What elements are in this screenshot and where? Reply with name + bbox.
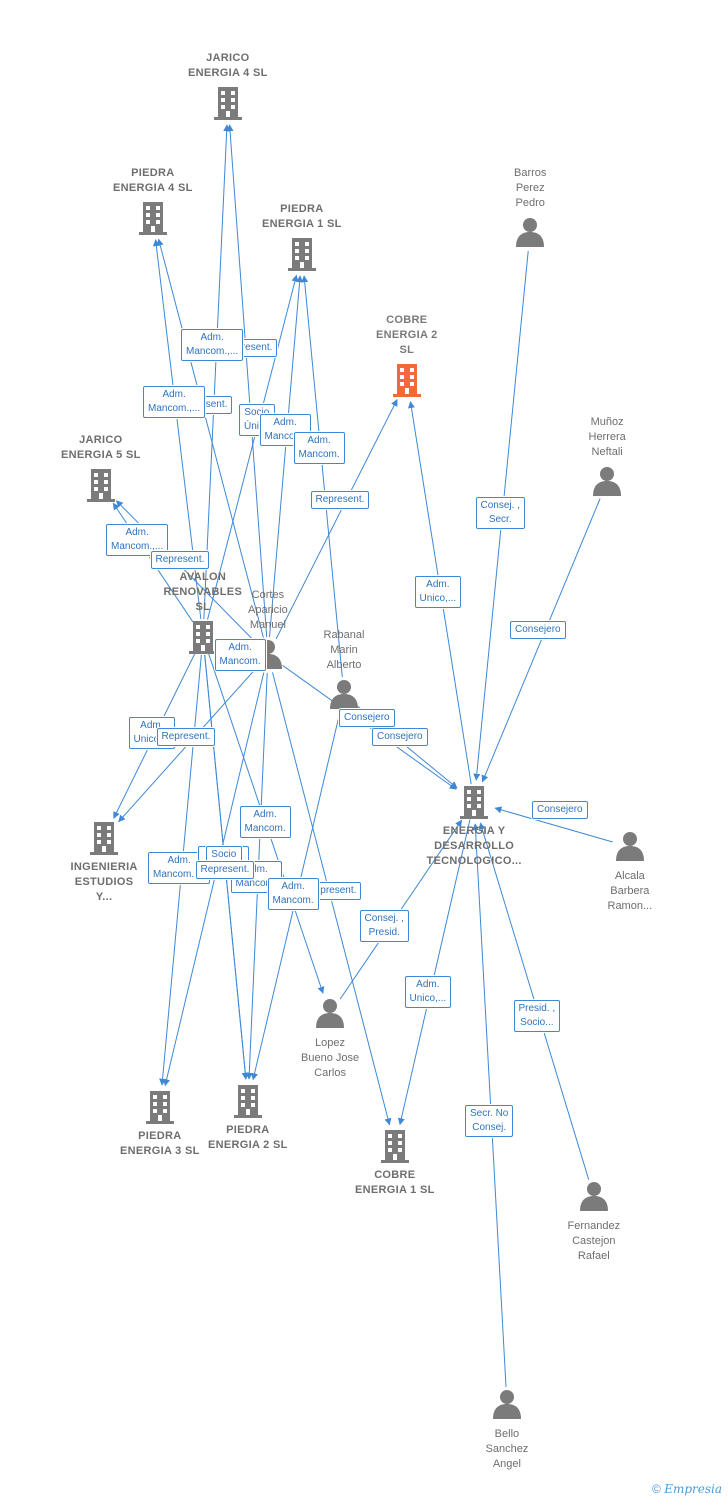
edge-lopez-edt	[339, 819, 463, 1000]
building-icon[interactable]	[90, 822, 118, 855]
edge-cortes-piedra4	[156, 238, 264, 638]
building-icon[interactable]	[146, 1091, 174, 1124]
node-label-piedra3[interactable]: PIEDRA ENERGIA 3 SL	[120, 1130, 200, 1157]
building-icon[interactable]	[288, 238, 316, 271]
copyright-symbol: ©	[652, 1482, 661, 1496]
edge-label[interactable]: Represent.	[150, 551, 210, 569]
person-icon[interactable]	[516, 218, 544, 247]
building-icon[interactable]	[381, 1130, 409, 1163]
edge-avalon-piedra1	[207, 274, 299, 620]
edge-label[interactable]: Adm. Unico,...	[404, 976, 452, 1008]
edge-rabanal-piedra1	[301, 275, 343, 678]
person-icon[interactable]	[330, 680, 358, 709]
node-label-lopez[interactable]: Lopez Bueno Jose Carlos	[301, 1037, 360, 1079]
node-label-ingenieria[interactable]: INGENIERIA ESTUDIOS Y...	[70, 861, 138, 903]
building-icon[interactable]	[234, 1085, 262, 1118]
building-icon[interactable]	[460, 786, 488, 819]
node-label-jarico5[interactable]: JARICO ENERGIA 5 SL	[61, 434, 141, 461]
node-label-piedra4[interactable]: PIEDRA ENERGIA 4 SL	[113, 167, 193, 194]
brand-logo: Empresia	[664, 1482, 722, 1496]
edge-label[interactable]: Adm. Mancom.	[259, 414, 311, 446]
edge-label[interactable]: Presid. , Socio...	[513, 1000, 561, 1032]
node-label-cobre2[interactable]: COBRE ENERGIA 2 SL	[376, 314, 438, 356]
edge-label[interactable]: Secr. No Consej.	[465, 1105, 514, 1137]
edge-label[interactable]: Adm. Mancom.,...	[143, 386, 206, 418]
edge-label[interactable]: Consejero	[372, 728, 428, 746]
edge-label[interactable]: Adm. Unico,...	[414, 576, 462, 608]
node-label-edt[interactable]: ENERGIA Y DESARROLLO TECNOLOGICO...	[426, 825, 522, 867]
building-icon[interactable]	[87, 469, 115, 502]
edge-label[interactable]: Represent.	[156, 728, 216, 746]
edge-munoz-edt	[481, 498, 601, 783]
footer-credit: © Empresia	[652, 1482, 722, 1496]
node-label-munoz[interactable]: Muñoz Herrera Neftali	[588, 416, 626, 458]
edge-label[interactable]: Consejero	[510, 621, 566, 639]
node-label-avalon[interactable]: AVALON RENOVABLES SL	[163, 571, 243, 613]
building-icon[interactable]	[393, 364, 421, 397]
person-icon[interactable]	[316, 999, 344, 1028]
node-label-bello[interactable]: Bello Sanchez Angel	[485, 1428, 529, 1470]
edge-cortes-cobre2	[275, 399, 398, 640]
edge-label[interactable]: Represent.	[310, 491, 370, 509]
edge-edt-cobre1	[397, 819, 471, 1126]
edge-label[interactable]: Consej. , Presid.	[359, 910, 409, 942]
edge-cortes-piedra1	[269, 275, 304, 638]
node-label-cobre1[interactable]: COBRE ENERGIA 1 SL	[355, 1169, 435, 1196]
node-label-cortes[interactable]: Cortes Aparicio Manuel	[248, 589, 288, 631]
person-icon[interactable]	[593, 467, 621, 496]
edge-label[interactable]: Adm. Mancom.	[293, 432, 345, 464]
edge-avalon-jarico4	[203, 124, 231, 620]
node-label-piedra2[interactable]: PIEDRA ENERGIA 2 SL	[208, 1124, 288, 1151]
edge-label[interactable]: Adm. Mancom.,...	[106, 524, 169, 556]
person-icon[interactable]	[616, 832, 644, 861]
node-label-fernandez[interactable]: Fernandez Castejon Rafael	[567, 1220, 621, 1262]
person-icon[interactable]	[493, 1390, 521, 1419]
building-icon[interactable]	[189, 621, 217, 654]
node-label-alcala[interactable]: Alcala Barbera Ramon...	[607, 870, 653, 912]
building-icon[interactable]	[139, 202, 167, 235]
edge-alcala-edt	[494, 806, 613, 843]
node-label-rabanal[interactable]: Rabanal Marin Alberto	[323, 629, 365, 671]
edge-label[interactable]: Adm. Mancom.	[214, 639, 266, 671]
node-label-jarico4[interactable]: JARICO ENERGIA 4 SL	[188, 52, 268, 79]
edge-label[interactable]: Adm. Mancom.	[239, 806, 291, 838]
edge-label[interactable]: Adm. Mancom.	[267, 878, 319, 910]
person-icon[interactable]	[580, 1182, 608, 1211]
edge-label[interactable]: Consejero	[339, 709, 395, 727]
edge-label[interactable]: Consej. , Secr.	[475, 497, 525, 529]
edge-cortes-edt	[282, 665, 457, 790]
edge-label[interactable]: Consejero	[532, 801, 588, 819]
edge-cortes-jarico4	[226, 124, 268, 638]
edge-label[interactable]: Adm. Mancom.,...	[181, 329, 244, 361]
edge-cortes-piedra3	[163, 672, 265, 1087]
edge-label[interactable]: Represent.	[195, 861, 255, 879]
building-icon[interactable]	[214, 87, 242, 120]
node-label-barros[interactable]: Barros Perez Pedro	[514, 167, 547, 209]
node-label-piedra1[interactable]: PIEDRA ENERGIA 1 SL	[262, 203, 342, 230]
